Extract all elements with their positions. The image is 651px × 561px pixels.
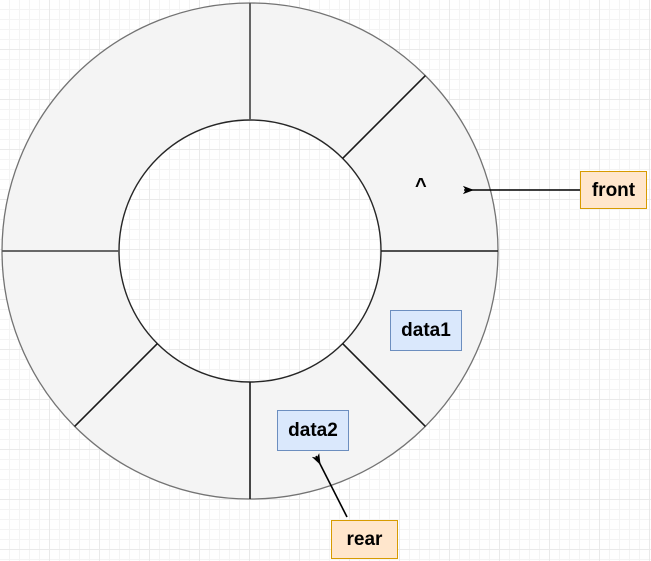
ring-divider-315deg	[342, 343, 426, 427]
write-position-caret-icon: ^	[415, 175, 427, 197]
data2-label[interactable]: data2	[277, 410, 349, 451]
rear-label-text: rear	[346, 529, 383, 550]
data1-label[interactable]: data1	[390, 310, 462, 351]
ring-buffer	[1, 2, 499, 500]
ring-divider-225deg	[74, 343, 158, 427]
rear-connector[interactable]	[311, 453, 348, 518]
front-label-text: front	[591, 179, 636, 201]
rear-label[interactable]: rear	[331, 520, 398, 559]
ring-inner-circle	[118, 119, 382, 383]
data2-label-text: data2	[288, 420, 338, 441]
ring-divider-45deg	[342, 75, 426, 159]
data1-label-text: data1	[401, 320, 451, 341]
front-label[interactable]: front	[580, 171, 647, 209]
